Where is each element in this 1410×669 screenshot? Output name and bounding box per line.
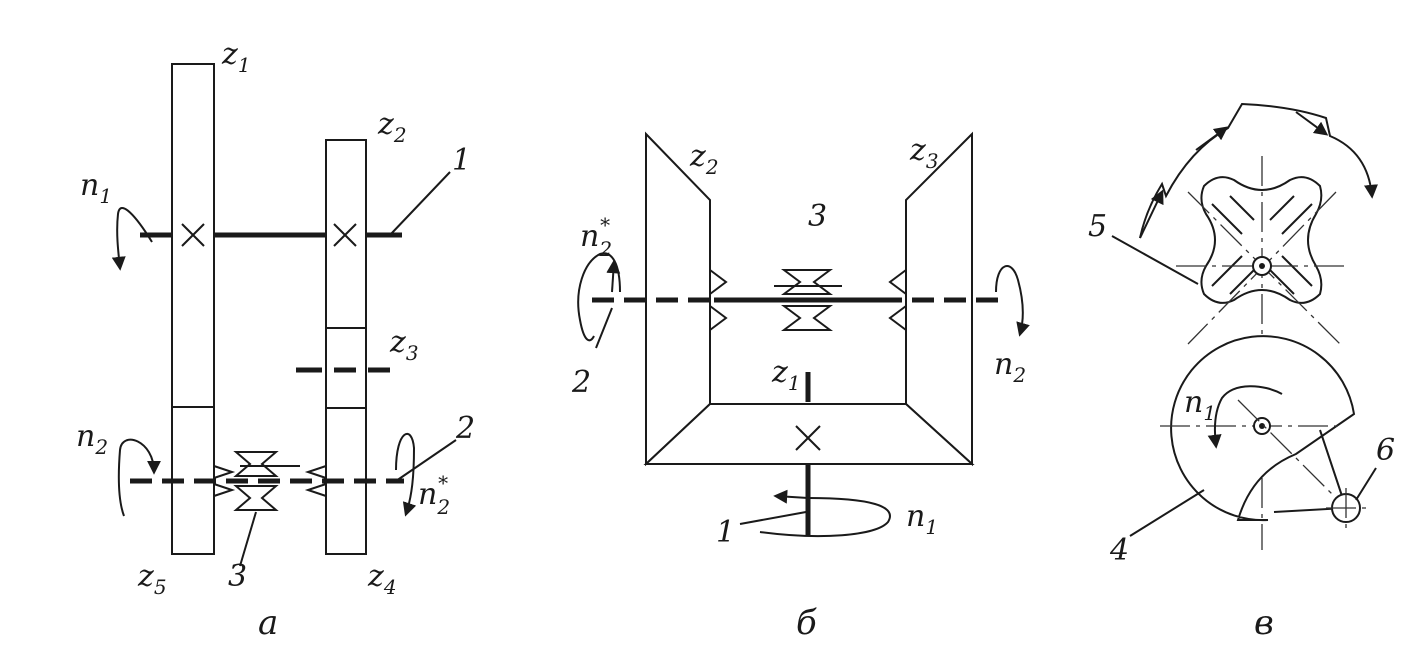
svg-text:4: 4 bbox=[1109, 533, 1129, 568]
panel-b: z2 z3 z1 n2* n2 n1 3 2 1 б bbox=[571, 131, 1030, 643]
caption-a: а bbox=[258, 603, 278, 643]
shaft-2 bbox=[592, 269, 1008, 331]
rotation-n1-icon bbox=[111, 207, 153, 271]
rotation-n2-icon bbox=[117, 438, 161, 517]
panel-a: z1 z2 z3 z4 z5 n1 n2 n2* 1 2 3 а bbox=[76, 37, 475, 643]
svg-text:2: 2 bbox=[455, 411, 475, 446]
svg-text:n1: n1 bbox=[80, 168, 112, 208]
svg-text:z3: z3 bbox=[389, 325, 419, 365]
caption-b: б bbox=[796, 603, 817, 643]
svg-text:3: 3 bbox=[808, 199, 827, 234]
caption-c: в bbox=[1254, 603, 1274, 643]
bevel-gear-z1 bbox=[643, 403, 975, 465]
svg-text:6: 6 bbox=[1376, 433, 1395, 468]
svg-text:z2: z2 bbox=[377, 107, 407, 147]
svg-text:z1: z1 bbox=[771, 355, 801, 395]
svg-text:z4: z4 bbox=[367, 559, 397, 599]
svg-text:n1: n1 bbox=[906, 499, 938, 539]
svg-text:n2*: n2* bbox=[580, 213, 612, 261]
svg-text:n2: n2 bbox=[994, 347, 1026, 387]
shaft-1 bbox=[140, 223, 402, 247]
shaft-2 bbox=[130, 451, 404, 511]
svg-text:n2: n2 bbox=[76, 419, 108, 459]
svg-text:z3: z3 bbox=[909, 133, 939, 173]
svg-text:z5: z5 bbox=[137, 559, 167, 599]
svg-text:n1: n1 bbox=[1184, 385, 1216, 425]
svg-text:z2: z2 bbox=[689, 139, 719, 179]
rotation-n2-star-icon bbox=[395, 432, 417, 517]
svg-text:z1: z1 bbox=[221, 37, 251, 77]
rotation-geneva-icon bbox=[1139, 102, 1378, 239]
svg-text:5: 5 bbox=[1088, 209, 1107, 244]
rotation-n1-icon bbox=[1207, 385, 1283, 449]
gear-z2-z4 bbox=[325, 139, 367, 555]
svg-text:n2*: n2* bbox=[418, 471, 450, 519]
rotation-n2-icon bbox=[995, 265, 1030, 337]
gear-z1-z5 bbox=[171, 63, 215, 555]
panel-c: n1 5 4 6 в bbox=[1088, 102, 1395, 643]
svg-text:1: 1 bbox=[716, 515, 735, 550]
svg-text:2: 2 bbox=[571, 365, 591, 400]
svg-text:3: 3 bbox=[228, 559, 247, 594]
rotation-n1-icon bbox=[759, 497, 891, 538]
svg-text:1: 1 bbox=[452, 143, 471, 178]
